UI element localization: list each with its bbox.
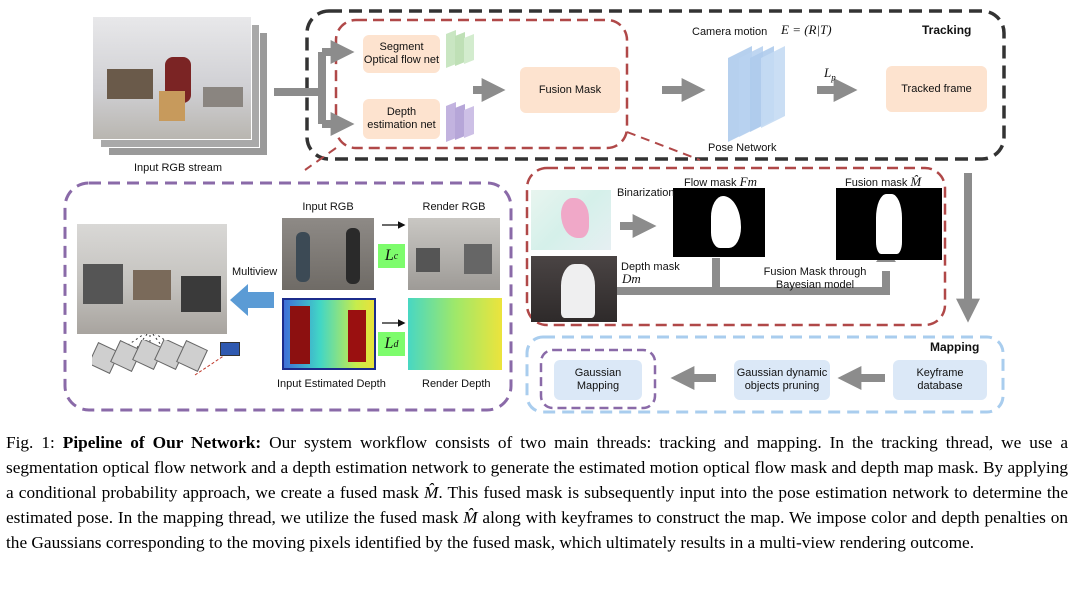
render-rgb-image <box>408 218 500 290</box>
lc-symbol: L <box>384 247 394 264</box>
keyframe-label-2: database <box>917 380 963 392</box>
pose-network-icon <box>728 46 785 142</box>
camera-motion-label: Camera motion <box>692 26 768 38</box>
ld-symbol: L <box>384 335 394 352</box>
pipeline-diagram <box>63 9 1006 414</box>
depth-net-icon <box>446 102 474 142</box>
input-depth-label: Input Estimated Depth <box>277 378 386 390</box>
lp-symbol: L <box>824 65 832 80</box>
ld-subscript: d <box>393 338 399 350</box>
depth-mask-label: Depth mask <box>621 261 680 273</box>
depth-net-box: Depth estimation net <box>363 99 440 139</box>
gaussian-mapping-box: Gaussian Mapping <box>554 360 642 400</box>
segment-net-label-2: Optical flow net <box>363 54 440 66</box>
lp-label: Lp <box>824 66 836 85</box>
bayes-label-2: Bayesian model <box>775 279 855 291</box>
mask-nets-region <box>334 18 629 150</box>
camera-motion-eq: E = (R|T) <box>781 22 832 37</box>
scene-image <box>77 224 227 334</box>
segment-net-box: Segment Optical flow net <box>363 35 440 73</box>
depth-net-label-2: estimation net <box>367 119 436 131</box>
pruning-label-1: Gaussian dynamic <box>736 367 828 379</box>
render-depth-label: Render Depth <box>422 378 491 390</box>
lc-subscript: c <box>393 250 399 262</box>
flow-mask-symbol: Fm <box>739 174 757 189</box>
binarization-label: Binarization <box>617 187 675 199</box>
input-rgb-stream-image <box>92 16 268 156</box>
flow-mask-text: Flow mask <box>684 177 737 189</box>
bayes-label: Fusion Mask through Bayesian model <box>745 266 885 292</box>
depth-image <box>531 256 617 322</box>
optical-flow-net-icon <box>446 30 474 68</box>
gaussian-mapping-label-2: Mapping <box>576 380 620 392</box>
render-depth-image <box>408 298 502 370</box>
caption-mhat-1: M̂ <box>423 483 439 502</box>
caption-mhat-2: M̂ <box>463 508 478 527</box>
depth-net-label-1: Depth <box>386 106 417 118</box>
input-depth-image <box>282 298 376 370</box>
input-rgb-image <box>282 218 374 290</box>
figure-caption: Fig. 1: Pipeline of Our Network: Our sys… <box>6 430 1068 555</box>
bayes-label-1: Fusion Mask through <box>763 266 867 278</box>
caption-text-2: . This fused mask is subsequently input … <box>6 483 1068 527</box>
gaussian-mapping-region <box>539 348 657 410</box>
caption-prefix: Fig. 1: <box>6 433 63 452</box>
tracking-title: Tracking <box>922 23 972 37</box>
tracked-frame-box: Tracked frame <box>886 66 987 112</box>
mask-fusion-region <box>525 166 947 327</box>
camera-views-strip <box>92 340 242 380</box>
fusion-mask-title: Fusion mask M̂ <box>845 175 921 190</box>
fusion-mask-hat-symbol: M̂ <box>910 174 922 189</box>
tracking-region <box>305 9 1006 161</box>
rendering-region <box>63 181 513 412</box>
tracked-frame-label: Tracked frame <box>901 82 972 95</box>
pose-network-label: Pose Network <box>708 142 777 154</box>
caption-text-3: along with keyframes to construct the ma… <box>6 508 1068 552</box>
input-rgb-label: Input RGB <box>302 201 354 213</box>
input-rgb-stream-label: Input RGB stream <box>133 162 223 174</box>
fusion-mask-image <box>836 188 942 260</box>
segment-net-label-1: Segment <box>379 41 424 53</box>
pruning-box: Gaussian dynamic objects pruning <box>734 360 830 400</box>
caption-lead: Pipeline of Our Network: <box>62 433 262 452</box>
depth-mask-symbol: Dm <box>622 271 641 286</box>
lp-subscript: p <box>831 72 836 83</box>
render-rgb-label: Render RGB <box>422 201 486 213</box>
flow-mask-title: Flow mask Fm <box>684 175 757 190</box>
multiview-arrow <box>230 284 274 316</box>
fusion-mask-hat-text: Fusion mask <box>845 177 908 189</box>
caption-text-1: Our system workflow consists of two main… <box>6 433 1068 502</box>
gaussian-mapping-label-1: Gaussian <box>574 367 622 379</box>
fusion-mask-box: Fusion Mask <box>520 67 620 113</box>
mapping-region <box>525 335 1005 414</box>
multiview-label: Multiview <box>232 266 278 278</box>
optical-flow-image <box>531 190 611 250</box>
flow-mask-image <box>673 188 765 257</box>
keyframe-label-1: Keyframe <box>916 367 964 379</box>
pruning-label-2: objects pruning <box>744 380 820 392</box>
fusion-mask-label: Fusion Mask <box>538 83 602 96</box>
keyframe-box: Keyframe database <box>893 360 987 400</box>
mapping-title: Mapping <box>930 340 980 354</box>
